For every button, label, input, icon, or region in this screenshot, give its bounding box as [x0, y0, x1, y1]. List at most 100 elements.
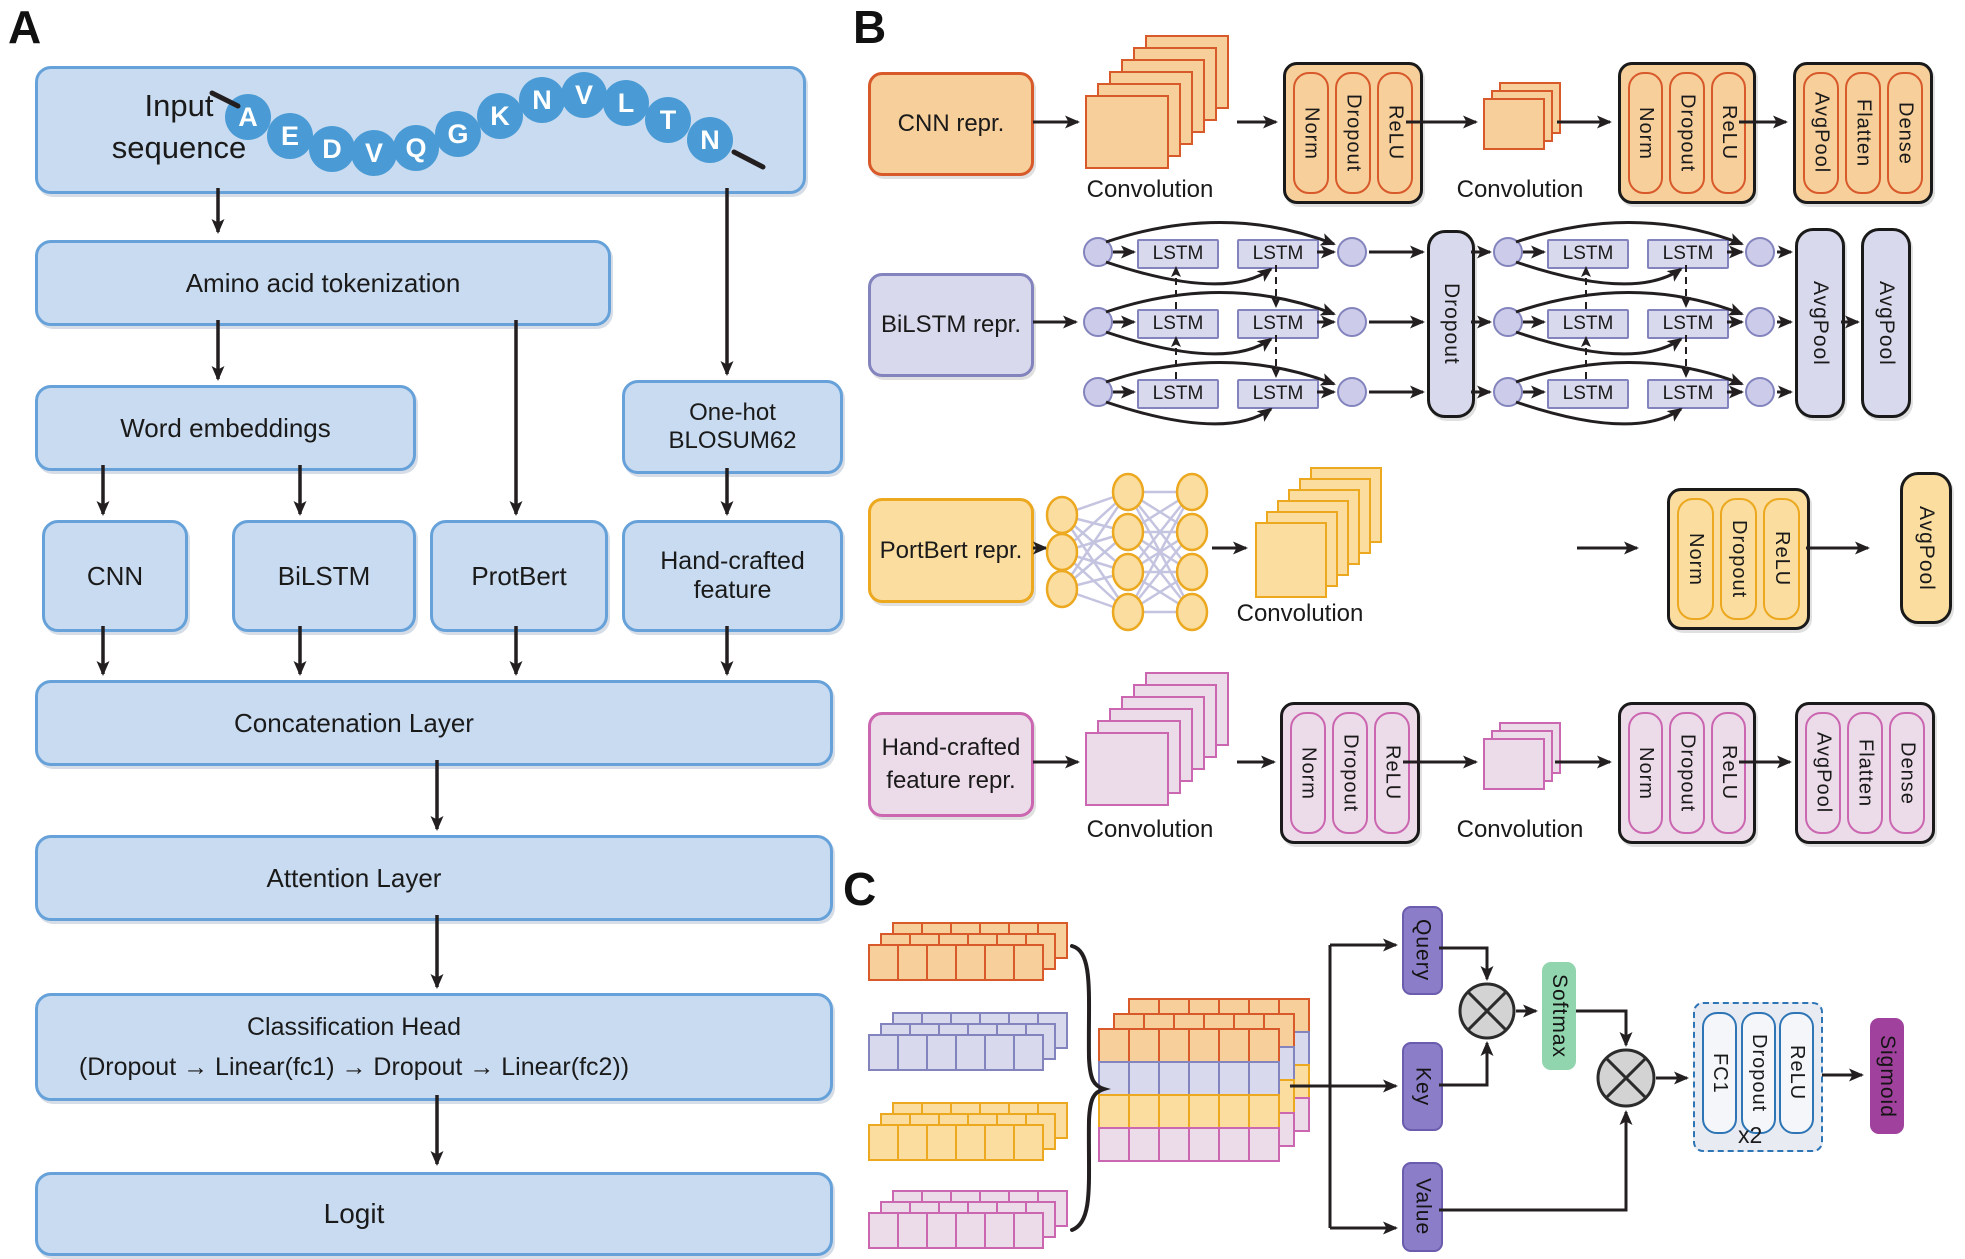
handcrafted-featuremap-stack-1 [1085, 732, 1169, 806]
onehot-line2: BLOSUM62 [668, 427, 797, 454]
feature-cell [1218, 1028, 1250, 1063]
fc1-label: FC1 [1709, 1052, 1731, 1094]
flatten-label: Flatten [1852, 98, 1875, 168]
lstm-cell: LSTM [1547, 379, 1629, 409]
convolution-caption-1: Convolution [1086, 176, 1214, 203]
softmax-box: Softmax [1542, 962, 1576, 1070]
nn-node [1111, 472, 1145, 512]
feature-cell [926, 1124, 957, 1161]
feature-cell [955, 1212, 986, 1249]
classification-line1: Classification Head [246, 1013, 461, 1041]
bilstm-avgpool-box-1: AvgPool [1795, 228, 1845, 418]
nn-connection [1061, 513, 1129, 534]
lstm-cell: LSTM [1647, 309, 1729, 339]
hidden-state-circle [1493, 237, 1523, 267]
nn-connection [1127, 491, 1193, 573]
feature-cell [1128, 1028, 1160, 1063]
feature-cell [1218, 1094, 1250, 1129]
feature-cell [1158, 1061, 1190, 1096]
sequence-residue: V [351, 130, 397, 176]
feature-cell [1248, 1061, 1280, 1096]
tensor-row [1098, 1028, 1280, 1063]
cnn-repr-label: CNN repr. [897, 110, 1005, 137]
feature-cell [955, 1124, 986, 1161]
cnn-norm-dropout-relu-group-1: Norm Dropout ReLU [1283, 62, 1423, 204]
feature-cell [1158, 1094, 1190, 1129]
sequence-residue: N [687, 117, 733, 163]
value-to-matmul2 [1439, 1110, 1633, 1212]
feature-cell [984, 1034, 1015, 1071]
feature-cell [1128, 1127, 1160, 1162]
flatten-pill: Flatten [1847, 712, 1883, 834]
dropout-pill: Dropout [1669, 712, 1705, 834]
relu-pill: ReLU [1710, 72, 1746, 194]
avgpool-pill: AvgPool [1805, 712, 1841, 834]
nn-connection [1127, 531, 1193, 613]
value-label: Value [1411, 1178, 1435, 1236]
dropout-label: Dropout [1342, 93, 1365, 173]
feature-cell [1013, 1212, 1044, 1249]
dense-label: Dense [1894, 101, 1917, 165]
norm-label: Norm [1300, 106, 1323, 160]
feature-cell [897, 944, 928, 981]
nn-connection [1127, 531, 1193, 613]
avgpool-label: AvgPool [1875, 280, 1898, 366]
relu-pill: ReLU [1374, 712, 1410, 834]
bilstm-feature-strip [868, 1034, 1044, 1071]
nn-connection [1061, 550, 1129, 574]
panel-a-label: A [8, 1, 42, 53]
feature-cell [1013, 1124, 1044, 1161]
lstm-cell: LSTM [1137, 379, 1219, 409]
convolution-caption-2: Convolution [1456, 176, 1584, 203]
lstm-cell: LSTM [1237, 239, 1319, 269]
lstm-cell: LSTM [1237, 309, 1319, 339]
norm-pill: Norm [1628, 72, 1664, 194]
feature-cell [1188, 1127, 1220, 1162]
key-box: Key [1402, 1042, 1443, 1131]
classification-head-label: Classification Head (Dropout → Linear(fc… [79, 1007, 789, 1087]
cnn-feature-strip [868, 944, 1044, 981]
concatenated-tensor-layer [1098, 1028, 1280, 1162]
dropout-label: Dropout [1339, 733, 1362, 813]
word-embeddings-box: Word embeddings [35, 385, 416, 471]
nn-connection [1060, 514, 1130, 613]
handcrafted-norm-dropout-relu-group-1: Norm Dropout ReLU [1280, 702, 1420, 844]
matmul-icon [1466, 990, 1508, 1032]
feature-cell [1098, 1094, 1130, 1129]
query-box: Query [1402, 906, 1443, 995]
feature-cell [1158, 1127, 1190, 1162]
dropout-label: Dropout [1676, 93, 1699, 173]
sigmoid-box: Sigmoid [1870, 1018, 1904, 1134]
nn-connection [1061, 531, 1129, 590]
nn-connection [1061, 530, 1129, 554]
nn-connection [1126, 491, 1194, 613]
word-embeddings-label: Word embeddings [120, 412, 331, 443]
matmul-icon [1458, 982, 1516, 1040]
portbert-norm-dropout-relu-group: Norm Dropout ReLU [1667, 488, 1810, 630]
feature-cell [984, 1212, 1015, 1249]
relu-pill: ReLU [1377, 72, 1413, 194]
input-sequence-title: Input sequence [111, 88, 247, 165]
nn-connection [1127, 491, 1193, 573]
nn-connection [1126, 491, 1194, 613]
relu-pill: ReLU [1763, 498, 1800, 620]
sequence-residue: Q [393, 125, 439, 171]
sequence-residue: K [477, 93, 523, 139]
lstm-cell: LSTM [1547, 239, 1629, 269]
nn-connection [1061, 551, 1129, 613]
handcrafted-feature-strip [868, 1212, 1044, 1249]
lstm-cell: LSTM [1237, 379, 1319, 409]
norm-pill: Norm [1628, 712, 1664, 834]
tokenization-label: Amino acid tokenization [185, 267, 461, 298]
nn-connection [1127, 570, 1193, 614]
hidden-state-circle [1337, 237, 1367, 267]
dropout-pill: Dropout [1332, 712, 1368, 834]
nn-connection [1061, 490, 1129, 517]
handcrafted-featuremap-stack-2 [1483, 738, 1545, 790]
handcrafted-feature-label: Hand-crafted feature [660, 547, 805, 605]
bilstm-dropout-box: Dropout [1427, 230, 1475, 418]
feature-cell [984, 1124, 1015, 1161]
concatenation-layer-box: Concatenation Layer [35, 680, 833, 766]
nn-connection [1127, 530, 1193, 574]
hidden-state-circle [1337, 307, 1367, 337]
